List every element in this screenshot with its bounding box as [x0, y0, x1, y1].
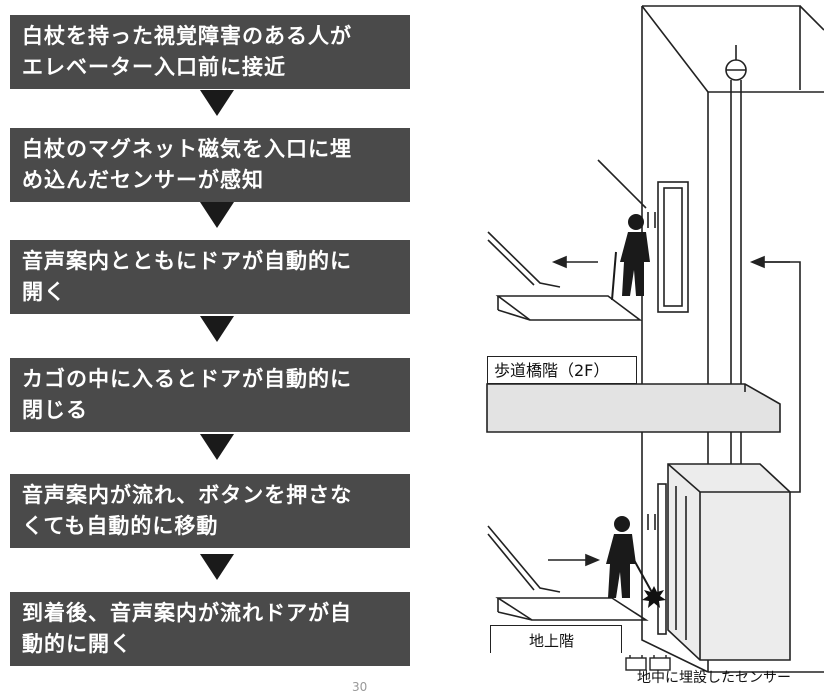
step-2-line2: め込んだセンサーが感知: [22, 168, 264, 192]
flow-step-2: 白杖のマグネット磁気を入口に埋 め込んだセンサーが感知: [10, 128, 410, 202]
step-2-line1: 白杖のマグネット磁気を入口に埋: [22, 137, 352, 161]
sensor-caption: 地中に埋設したセンサー: [637, 670, 791, 686]
step-1-line2: エレベーター入口前に接近: [22, 55, 286, 79]
sensor-signal-icon: [642, 586, 666, 608]
step-6-line2: 動的に開く: [22, 632, 132, 656]
floor-label-ground: 地上階: [490, 625, 622, 653]
floor-label-2f: 歩道橋階（2F）: [487, 356, 637, 384]
step-5-line2: くても自動的に移動: [22, 514, 219, 538]
down-arrow-icon: [200, 202, 234, 228]
down-arrow-icon: [200, 554, 234, 580]
person-with-cane-icon: [606, 516, 655, 598]
down-arrow-icon: [200, 434, 234, 460]
flow-step-6: 到着後、音声案内が流れドアが自 動的に開く: [10, 592, 410, 666]
step-5-line1: 音声案内が流れ、ボタンを押さな: [22, 483, 353, 507]
buried-sensor-icon: [625, 655, 671, 671]
down-arrow-icon: [200, 316, 234, 342]
step-1-line1: 白杖を持った視覚障害のある人が: [22, 24, 352, 48]
page-number: 30: [352, 680, 368, 694]
flow-step-1: 白杖を持った視覚障害のある人が エレベーター入口前に接近: [10, 15, 410, 89]
flow-step-5: 音声案内が流れ、ボタンを押さな くても自動的に移動: [10, 474, 410, 548]
flow-step-4: カゴの中に入るとドアが自動的に 閉じる: [10, 358, 410, 432]
down-arrow-icon: [200, 90, 234, 116]
step-6-line1: 到着後、音声案内が流れドアが自: [22, 601, 352, 625]
step-4-line1: カゴの中に入るとドアが自動的に: [22, 367, 352, 391]
flow-step-3: 音声案内とともにドアが自動的に 開く: [10, 240, 410, 314]
step-3-line1: 音声案内とともにドアが自動的に: [22, 249, 352, 273]
step-3-line2: 開く: [22, 280, 66, 304]
person-with-cane-icon: [611, 214, 650, 301]
step-4-line2: 閉じる: [22, 398, 88, 422]
